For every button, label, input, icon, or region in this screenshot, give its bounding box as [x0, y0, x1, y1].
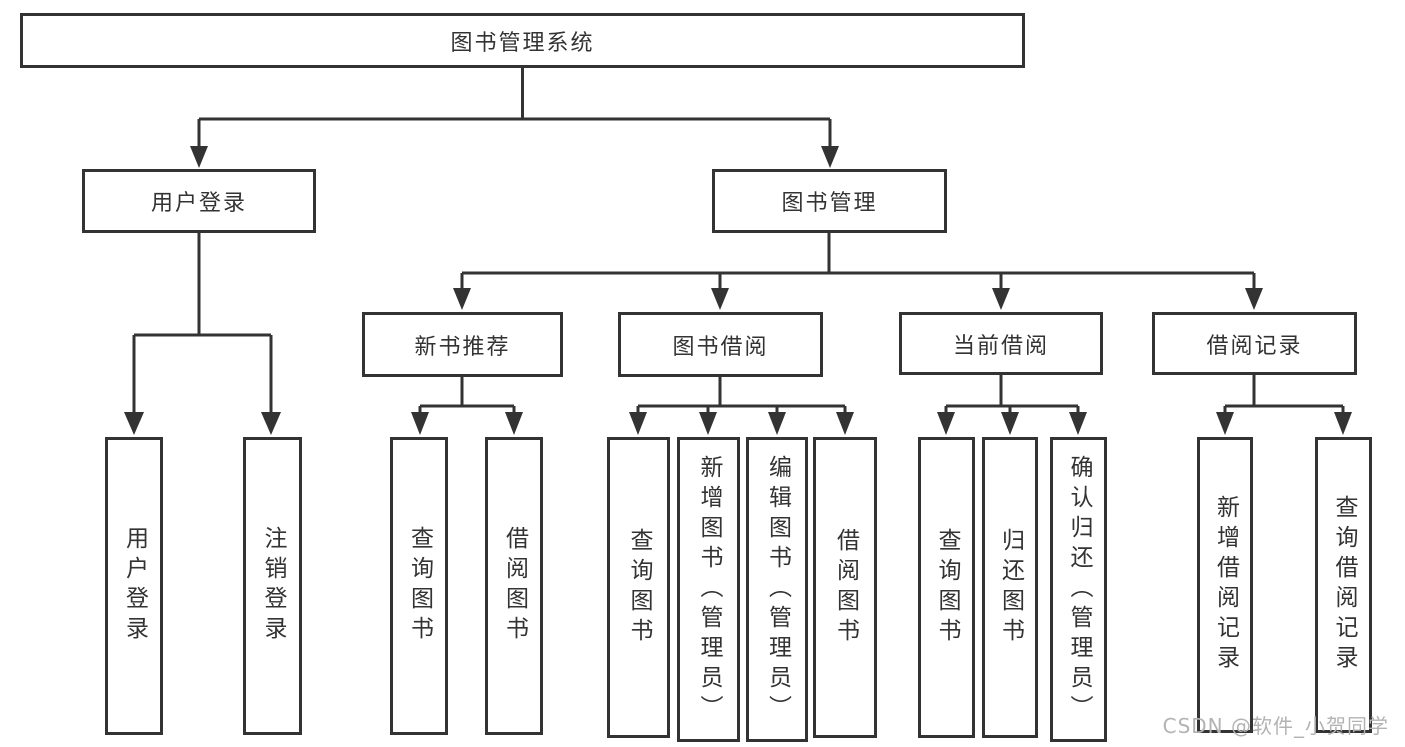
leaf-user-login: 用户登录	[105, 437, 163, 735]
node-root: 图书管理系统	[20, 13, 1025, 68]
leaf-logout-login: 注销登录	[243, 437, 302, 735]
leaf-bb-borrow-books: 借阅图书	[813, 437, 877, 738]
node-borrow-records-label: 借阅记录	[1206, 333, 1303, 359]
node-user-login: 用户登录	[82, 169, 316, 233]
node-book-management-label: 图书管理	[781, 191, 878, 216]
node-current-borrow: 当前借阅	[899, 312, 1103, 375]
leaf-bb-borrow-books-label: 借阅图书	[832, 527, 859, 648]
node-book-borrow-label: 图书借阅	[672, 334, 769, 360]
leaf-bb-edit-books-admin-label: 编辑图书（管理员）	[764, 454, 791, 725]
leaf-br-query-record-label: 查询借阅记录	[1331, 495, 1357, 675]
node-root-label: 图书管理系统	[450, 30, 595, 56]
leaf-cb-confirm-return-admin-label: 确认归还（管理员）	[1066, 454, 1092, 725]
leaf-bb-add-books-admin: 新增图书（管理员）	[677, 437, 740, 742]
leaf-cb-query-books-label: 查询图书	[934, 527, 960, 648]
leaf-rec-query-books-label: 查询图书	[406, 526, 433, 646]
node-new-book-recommend: 新书推荐	[362, 312, 563, 377]
leaf-bb-query-books: 查询图书	[607, 437, 670, 738]
leaf-rec-borrow-books-label: 借阅图书	[501, 526, 528, 646]
leaf-cb-return-books: 归还图书	[982, 437, 1038, 738]
leaf-br-add-record-label: 新增借阅记录	[1212, 495, 1239, 675]
node-book-borrow: 图书借阅	[618, 312, 823, 377]
node-borrow-records: 借阅记录	[1152, 312, 1357, 375]
leaf-br-query-record: 查询借阅记录	[1315, 437, 1372, 733]
leaf-logout-login-label: 注销登录	[260, 526, 286, 646]
leaf-user-login-label: 用户登录	[121, 526, 148, 646]
leaf-bb-add-books-admin-label: 新增图书（管理员）	[696, 454, 722, 725]
leaf-br-add-record: 新增借阅记录	[1197, 437, 1253, 733]
leaf-rec-borrow-books: 借阅图书	[485, 437, 543, 735]
node-book-management: 图书管理	[712, 169, 947, 233]
leaf-cb-query-books: 查询图书	[918, 437, 975, 738]
node-user-login-label: 用户登录	[150, 191, 247, 216]
leaf-bb-edit-books-admin: 编辑图书（管理员）	[746, 437, 808, 742]
leaf-bb-query-books-label: 查询图书	[626, 527, 652, 648]
csdn-watermark: CSDN @软件_小贺同学	[1162, 714, 1389, 738]
leaf-rec-query-books: 查询图书	[390, 437, 448, 735]
node-current-borrow-label: 当前借阅	[952, 333, 1049, 359]
leaf-cb-confirm-return-admin: 确认归还（管理员）	[1050, 437, 1107, 742]
leaf-cb-return-books-label: 归还图书	[997, 527, 1024, 648]
node-new-book-recommend-label: 新书推荐	[414, 334, 511, 360]
